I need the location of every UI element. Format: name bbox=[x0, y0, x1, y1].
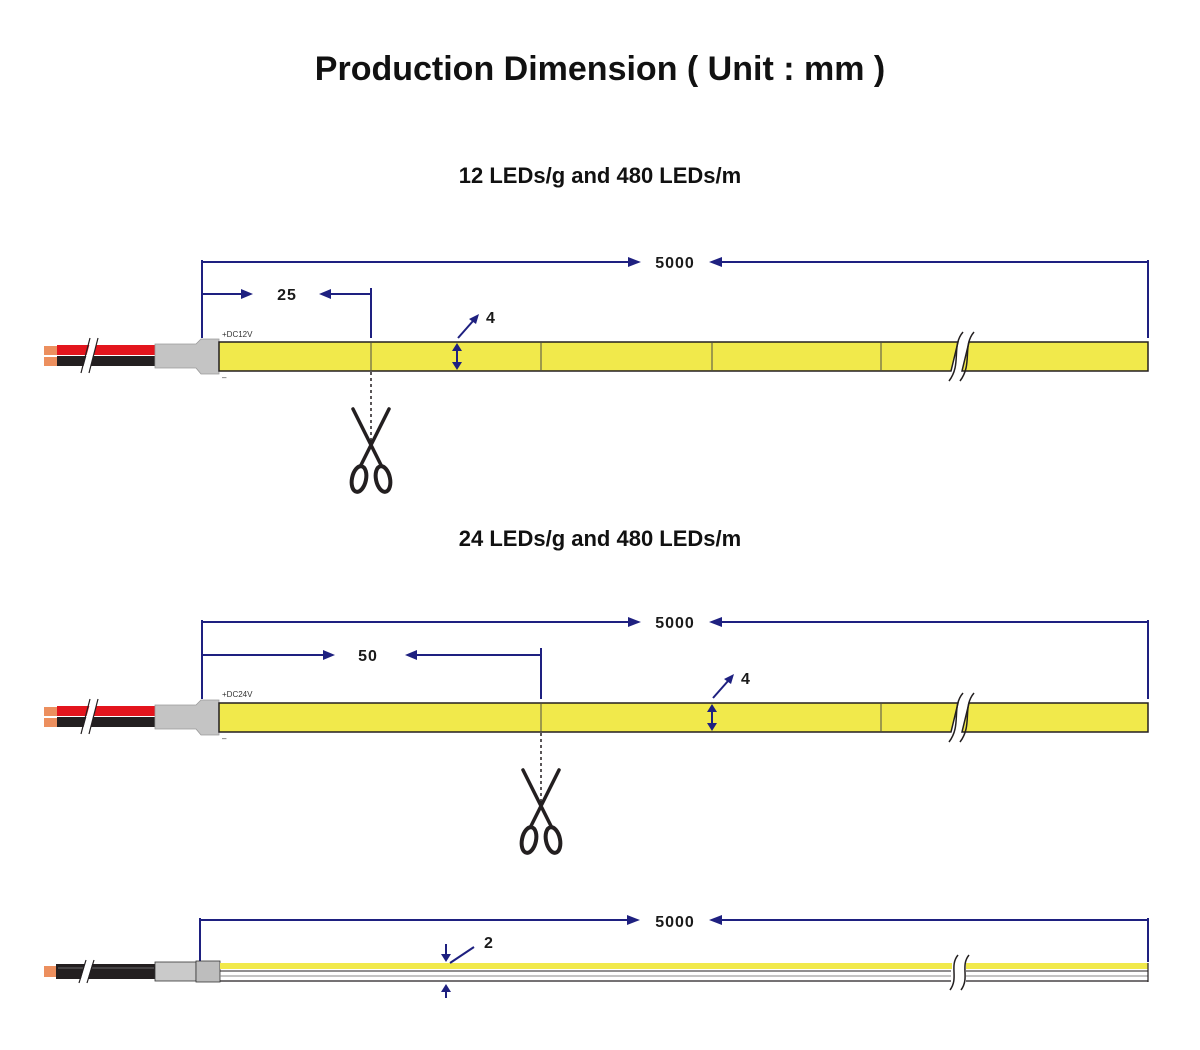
wire-break-mark bbox=[80, 337, 91, 374]
scissors-blade bbox=[529, 768, 561, 828]
wire-break-mark bbox=[88, 698, 99, 735]
width-leader-line bbox=[457, 320, 474, 339]
strip-break-mark bbox=[948, 331, 964, 382]
total-length-label: 5000 bbox=[655, 255, 695, 272]
page-title: Production Dimension ( Unit : mm ) bbox=[315, 50, 885, 88]
scissors-handle bbox=[543, 825, 563, 855]
strip-side-yellow bbox=[220, 963, 952, 969]
arrowhead bbox=[319, 289, 331, 299]
connector-housing bbox=[154, 338, 220, 375]
arrowhead bbox=[709, 617, 722, 627]
section-subtitle: 24 LEDs/g and 480 LEDs/m bbox=[459, 526, 741, 551]
arrowhead bbox=[628, 257, 641, 267]
width-leader-line bbox=[712, 680, 729, 699]
strip-side-yellow bbox=[966, 963, 1148, 969]
connector-end-cap bbox=[195, 960, 221, 983]
side-view: 5000 2 bbox=[44, 914, 1149, 998]
strip-break-mark bbox=[959, 331, 975, 382]
cut-length-label: 50 bbox=[358, 648, 378, 665]
section-24-leds: 24 LEDs/g and 480 LEDs/m 5000 50 +DC24V … bbox=[44, 526, 1149, 855]
arrowhead bbox=[452, 362, 462, 370]
arrowhead bbox=[323, 650, 335, 660]
arrowhead bbox=[441, 954, 451, 962]
arrowhead bbox=[452, 343, 462, 351]
arrowhead bbox=[709, 257, 722, 267]
copper-tip bbox=[44, 966, 57, 977]
wire-break-mark bbox=[78, 959, 87, 984]
negative-label: – bbox=[222, 734, 227, 743]
arrowhead bbox=[441, 984, 451, 992]
arrowhead bbox=[724, 674, 734, 684]
wire-black bbox=[57, 356, 156, 366]
arrowhead bbox=[469, 314, 479, 324]
arrowhead bbox=[241, 289, 253, 299]
wire-break-mark bbox=[80, 698, 91, 735]
thickness-leader-line bbox=[449, 946, 475, 964]
total-length-label: 5000 bbox=[655, 914, 695, 931]
section-subtitle: 12 LEDs/g and 480 LEDs/m bbox=[459, 163, 741, 188]
scissors-icon bbox=[349, 407, 393, 494]
wire-red bbox=[57, 345, 156, 355]
copper-tip bbox=[44, 707, 58, 716]
strip-break-mark bbox=[948, 692, 964, 743]
wire-break-gap bbox=[82, 700, 98, 733]
scissors-blade bbox=[351, 407, 383, 467]
scissors-blade bbox=[359, 407, 391, 467]
copper-tip bbox=[44, 718, 58, 727]
led-strip-segment bbox=[218, 341, 959, 372]
arrowhead bbox=[405, 650, 417, 660]
arrowhead bbox=[627, 915, 640, 925]
scissors-handle bbox=[349, 464, 369, 494]
negative-label: – bbox=[222, 373, 227, 382]
arrowhead bbox=[709, 915, 722, 925]
wire-break-mark bbox=[86, 959, 95, 984]
section-12-leds: 12 LEDs/g and 480 LEDs/m 5000 25 +DC12V … bbox=[44, 163, 1149, 494]
cut-length-label: 25 bbox=[277, 287, 297, 304]
thickness-label: 2 bbox=[484, 935, 494, 952]
wire-red bbox=[57, 706, 156, 716]
scissors-icon bbox=[519, 768, 563, 855]
led-strip-segment bbox=[961, 702, 1149, 733]
arrowhead bbox=[707, 704, 717, 712]
strip-break-mark bbox=[959, 692, 975, 743]
wire-break-gap bbox=[80, 961, 93, 982]
total-length-label: 5000 bbox=[655, 615, 695, 632]
wire-break-mark bbox=[88, 337, 99, 374]
led-strip-segment bbox=[218, 702, 959, 733]
positive-label: +DC12V bbox=[222, 330, 253, 339]
copper-tip bbox=[44, 357, 58, 366]
positive-label: +DC24V bbox=[222, 690, 253, 699]
scissors-handle bbox=[373, 464, 393, 494]
arrowhead bbox=[628, 617, 641, 627]
led-strip-segment bbox=[961, 341, 1149, 372]
connector-housing bbox=[154, 699, 220, 736]
wire-black bbox=[57, 717, 156, 727]
arrowhead bbox=[707, 723, 717, 731]
connector-sleeve bbox=[154, 961, 197, 982]
strip-break-mark bbox=[949, 954, 959, 991]
width-label: 4 bbox=[741, 671, 751, 688]
width-label: 4 bbox=[486, 310, 496, 327]
strip-break-mark bbox=[960, 954, 970, 991]
cable-black bbox=[56, 964, 156, 979]
copper-tip bbox=[44, 346, 58, 355]
scissors-handle bbox=[519, 825, 539, 855]
scissors-blade bbox=[521, 768, 553, 828]
wire-break-gap bbox=[82, 339, 98, 372]
